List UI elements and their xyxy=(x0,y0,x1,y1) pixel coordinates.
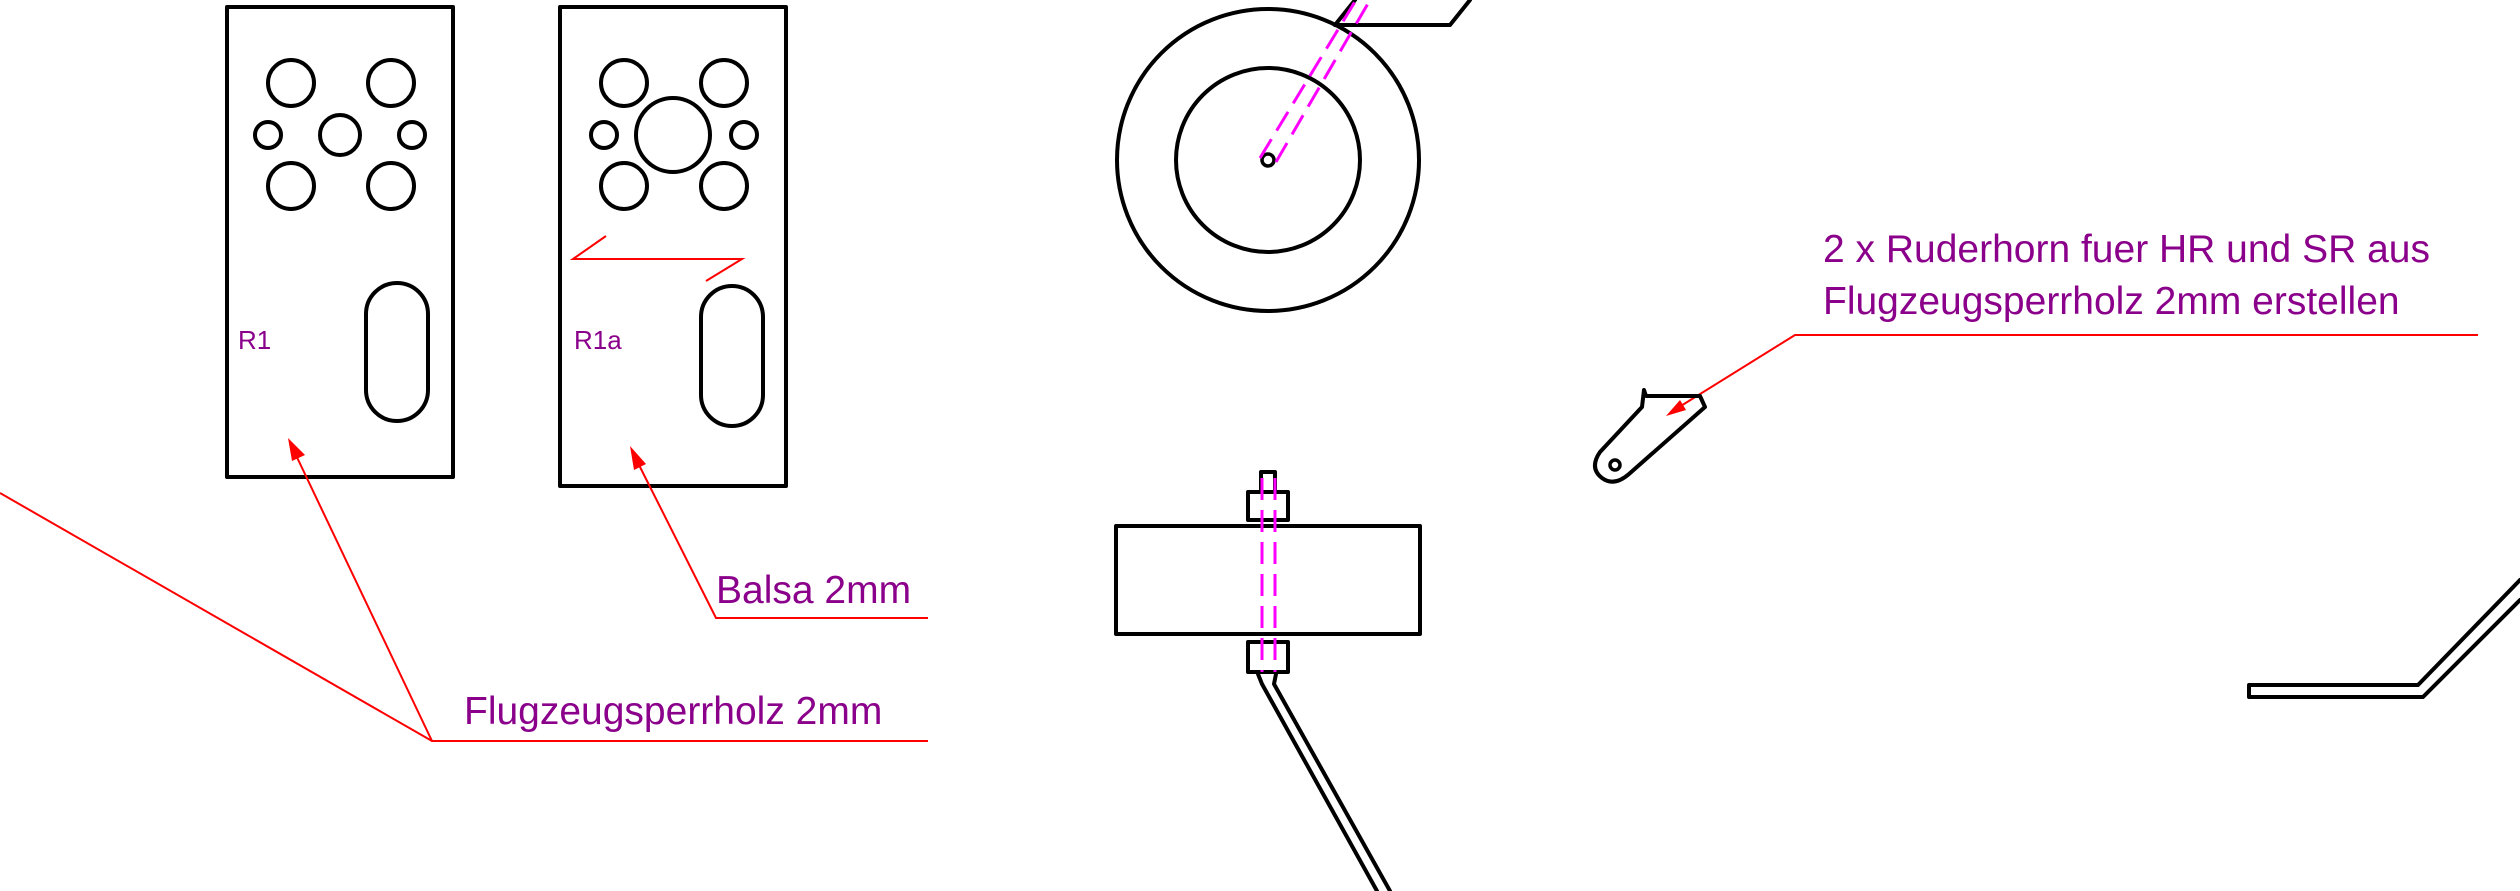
wheel-hub xyxy=(1174,66,1362,254)
bent-wire-outline xyxy=(2247,578,2520,699)
part-r1: R1 xyxy=(225,5,455,479)
callout-rudder-horn: 2 x Ruderhorn fuer HR und SR aus Flugzeu… xyxy=(1666,228,2478,416)
rudder-horn xyxy=(1593,388,1707,484)
leader-rudder-horn xyxy=(1675,334,2478,410)
landing-gear-wire-left xyxy=(1256,672,1379,891)
arrowhead xyxy=(630,446,646,470)
rudder-horn-outline xyxy=(1593,388,1707,484)
wheel-body xyxy=(1114,524,1422,636)
part-r1-hole xyxy=(397,120,427,150)
material-plywood-label: Flugzeugsperrholz 2mm xyxy=(464,690,882,733)
rudder-horn-hole xyxy=(1608,458,1622,472)
part-r1-hole xyxy=(266,58,316,108)
part-r1a-slot xyxy=(699,284,765,428)
part-r1a-hole xyxy=(589,120,619,150)
bent-wire xyxy=(2247,578,2520,699)
axle-collar-bottom xyxy=(1246,640,1290,674)
part-r1a-center-hole xyxy=(634,96,712,174)
part-r1a: R1a xyxy=(558,5,788,488)
arrowhead xyxy=(1666,400,1686,416)
part-r1-label: R1 xyxy=(238,325,271,355)
part-r1a-hole xyxy=(729,120,759,150)
wheel-top-view xyxy=(1115,0,1472,313)
axle-collar-top xyxy=(1246,490,1290,522)
part-r1-hole xyxy=(253,120,283,150)
callout-plywood: Flugzeugsperrholz 2mm xyxy=(0,438,928,742)
leader-plywood-left xyxy=(0,492,433,742)
part-r1a-hole xyxy=(599,161,649,211)
part-r1-slot xyxy=(364,281,430,423)
part-r1a-label: R1a xyxy=(574,325,622,355)
part-r1-hole xyxy=(366,161,416,211)
rudder-horn-label-line1: 2 x Ruderhorn fuer HR und SR aus xyxy=(1823,228,2430,271)
wheel-tire xyxy=(1115,7,1421,313)
part-r1-hole xyxy=(266,161,316,211)
part-r1a-hole xyxy=(599,58,649,108)
leader-balsa xyxy=(635,458,928,619)
axle-wire-edge xyxy=(1333,0,1357,27)
wheel-axle xyxy=(1260,152,1276,168)
arrowhead xyxy=(288,438,305,461)
bracket-outline xyxy=(1333,0,1472,27)
material-balsa-label: Balsa 2mm xyxy=(716,569,911,612)
callout-balsa: Balsa 2mm xyxy=(630,446,928,619)
part-r1-hole xyxy=(366,58,416,108)
rudder-horn-label-line2: Flugzeugsperrholz 2mm erstellen xyxy=(1823,280,2400,323)
break-line xyxy=(569,235,746,282)
landing-gear-wire-right xyxy=(1272,672,1392,891)
part-r1a-outline xyxy=(558,5,788,488)
part-r1-hole xyxy=(318,113,362,157)
part-r1a-hole xyxy=(699,161,749,211)
wheel-side-view xyxy=(1114,470,1422,891)
part-r1a-hole xyxy=(699,58,749,108)
part-r1-outline xyxy=(225,5,455,479)
